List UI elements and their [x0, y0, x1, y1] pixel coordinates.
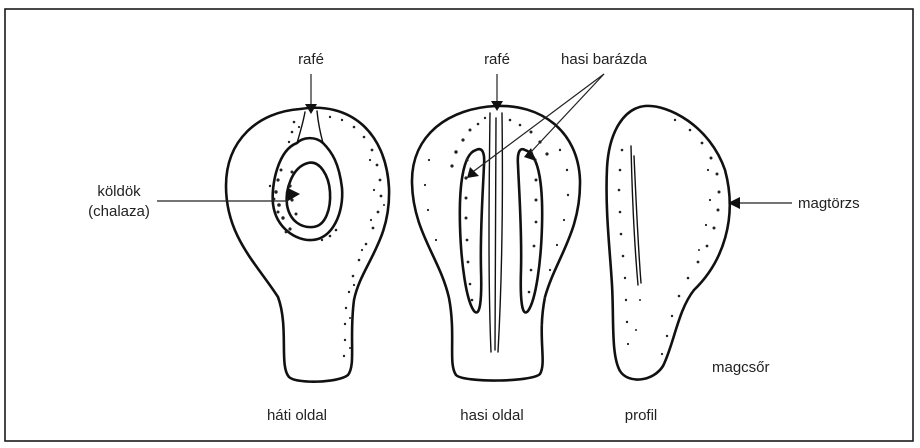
label-rafe-mid: rafé — [484, 51, 510, 68]
label-hasi-oldal: hasi oldal — [460, 407, 523, 424]
seed-dorsal-outline — [226, 108, 389, 382]
label-rafe-left: rafé — [298, 51, 324, 68]
label-koldok: köldök — [97, 183, 141, 200]
ventral-furrow-right — [518, 149, 542, 312]
label-hasi-barazda: hasi barázda — [561, 51, 648, 68]
chalaza-arrowhead — [288, 188, 300, 201]
label-magcsor: magcsőr — [712, 359, 770, 376]
barazda-leader-left — [474, 74, 604, 171]
profile-ridge — [631, 146, 641, 285]
seed-profile-stipple — [618, 119, 721, 355]
label-magtorzs: magtörzs — [798, 195, 860, 212]
label-profil: profil — [625, 407, 658, 424]
seed-profile-view — [607, 106, 740, 380]
chalaza-outer — [273, 138, 343, 240]
label-hati-oldal: háti oldal — [267, 407, 327, 424]
ventral-raphe-lines — [489, 113, 502, 352]
seed-profile-outline — [607, 106, 730, 380]
seed-dorsal-view — [226, 104, 389, 382]
seed-ventral-view — [412, 101, 580, 381]
label-chalaza: (chalaza) — [88, 203, 150, 220]
